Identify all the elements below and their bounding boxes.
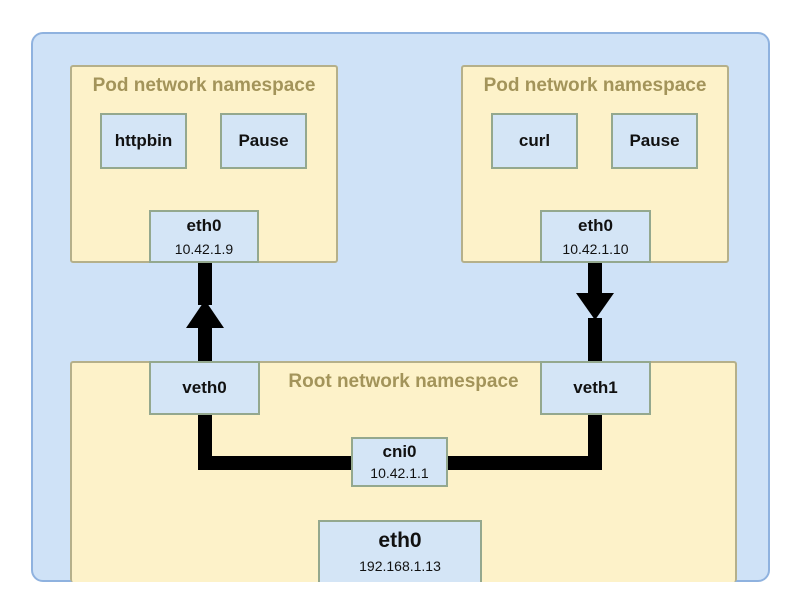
veth1-label: veth1 [573,378,618,397]
cni0-label: cni0 [382,442,417,461]
httpbin-label: httpbin [114,131,173,150]
cni0-bridge: cni0 10.42.1.1 [351,437,448,487]
pod-left-eth0-name: eth0 [186,215,222,235]
host-eth0-ip: 192.168.1.13 [359,558,441,574]
pod-right-eth0-name: eth0 [578,215,613,235]
cni0-ip: 10.42.1.1 [370,465,429,481]
curl-label: curl [518,131,551,150]
pause-container-right: Pause [611,113,698,169]
curl-container: curl [491,113,578,169]
pod-right-eth0: eth0 10.42.1.10 [540,210,651,263]
veth1-interface: veth1 [540,361,651,415]
veth0-interface: veth0 [149,361,260,415]
veth0-label: veth0 [182,378,227,397]
pause-label-left: Pause [238,131,289,150]
host-eth0: eth0 192.168.1.13 [318,520,482,582]
pause-container-left: Pause [220,113,307,169]
pod-left-eth0-ip: 10.42.1.9 [174,240,234,257]
httpbin-container: httpbin [100,113,187,169]
pod-right-eth0-ip: 10.42.1.10 [562,240,629,257]
pod-left-eth0: eth0 10.42.1.9 [149,210,259,263]
root-namespace-title: Root network namespace [288,371,519,392]
pause-label-right: Pause [629,131,680,150]
pod-namespace-left-title: Pod network namespace [92,75,316,96]
down-arrow-icon [576,293,614,320]
up-arrow-icon [186,300,224,328]
host-eth0-name: eth0 [378,529,422,552]
pod-namespace-right-title: Pod network namespace [483,75,707,96]
